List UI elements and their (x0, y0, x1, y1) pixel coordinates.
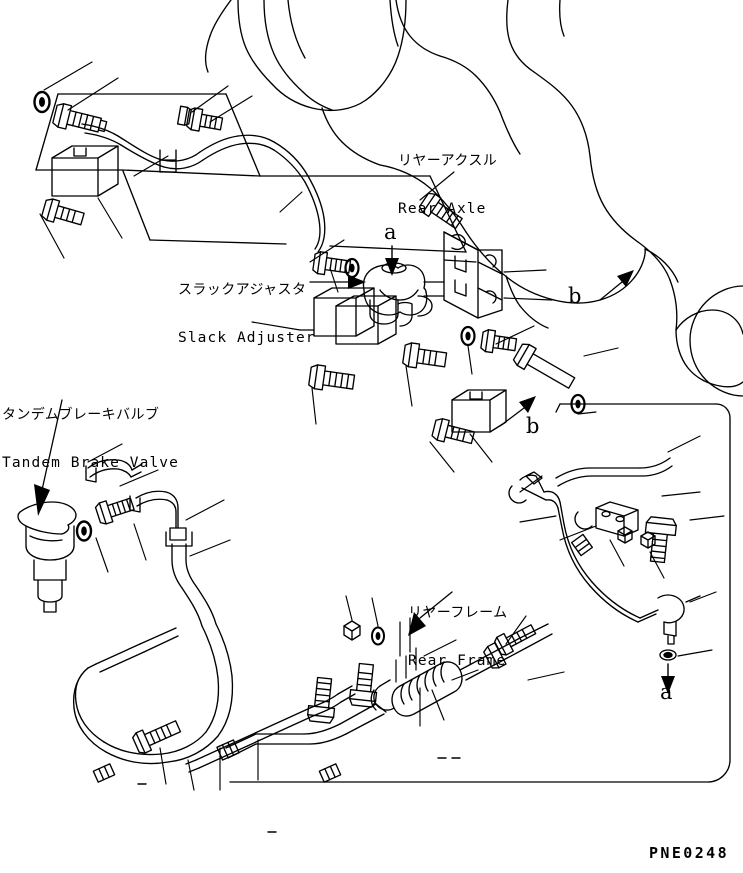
label-rear-frame-jp: リヤーフレーム (408, 604, 508, 621)
label-tandem-brake-valve-en: Tandem Brake Valve (2, 454, 179, 471)
slack-adjuster-valve (362, 262, 433, 327)
right-elbow-fittings (657, 594, 701, 661)
long-loop-tube (72, 623, 234, 765)
rear-axle-housing (204, 0, 743, 397)
nuts (92, 526, 656, 783)
axle-mount-plate (423, 231, 503, 319)
dash-marks (137, 757, 461, 833)
tandem-valve-hoses (85, 459, 217, 627)
label-slack-adjuster: スラックアジャスタ Slack Adjuster (178, 249, 316, 380)
callout-b-middle: b (526, 414, 540, 438)
label-slack-adjuster-jp: スラックアジャスタ (178, 281, 307, 298)
label-rear-frame-en: Rear Frame (408, 652, 507, 669)
upper-pipe-assembly (81, 123, 326, 253)
label-rear-axle-en: Rear Axle (398, 200, 487, 217)
callout-b-right: b (568, 284, 582, 308)
label-rear-axle-jp: リヤーアクスル (398, 152, 498, 169)
rear-frame-hatch (395, 617, 417, 683)
label-rear-axle: リヤーアクスル Rear Axle (398, 120, 497, 251)
label-rear-frame: リヤーフレーム Rear Frame (408, 572, 508, 703)
leader-lines (39, 61, 725, 791)
right-hose-routing (508, 457, 673, 623)
label-tandem-brake-valve: タンデムブレーキバルブ Tandem Brake Valve (2, 374, 179, 505)
arrow-pointers (34, 245, 675, 694)
bolts (41, 103, 677, 754)
upper-bracket-box (51, 145, 119, 197)
callout-a-bottom: a (660, 680, 673, 704)
bottom-left-tube (87, 627, 179, 673)
right-loop-contour (229, 403, 731, 783)
label-slack-adjuster-en: Slack Adjuster (178, 329, 316, 346)
small-bracket-box (451, 389, 507, 433)
label-tandem-brake-valve-jp: タンデムブレーキバルブ (2, 406, 160, 423)
lower-bracket-boxes (299, 287, 397, 345)
right-small-bracket (574, 501, 639, 537)
callout-a-top: a (384, 220, 397, 244)
tandem-brake-valve (17, 501, 77, 613)
part-number: PNE0248 (648, 844, 729, 862)
